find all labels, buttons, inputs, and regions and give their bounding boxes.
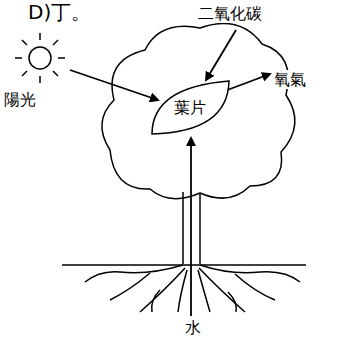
leaf-shape: 葉片	[148, 78, 232, 138]
process-arrows	[70, 30, 270, 316]
gas-label: 二氧化碳	[196, 4, 264, 23]
tree-crown	[102, 24, 295, 199]
cropped-text: D)丁。	[28, 0, 91, 24]
gas-label: 氧氣	[272, 70, 308, 89]
tree-roots	[85, 265, 300, 312]
leaf-label: 葉片	[174, 98, 206, 117]
light-label: 陽光	[4, 90, 36, 109]
water-label: 水	[183, 318, 203, 337]
sun-icon	[15, 33, 65, 83]
ground-line	[62, 264, 306, 266]
